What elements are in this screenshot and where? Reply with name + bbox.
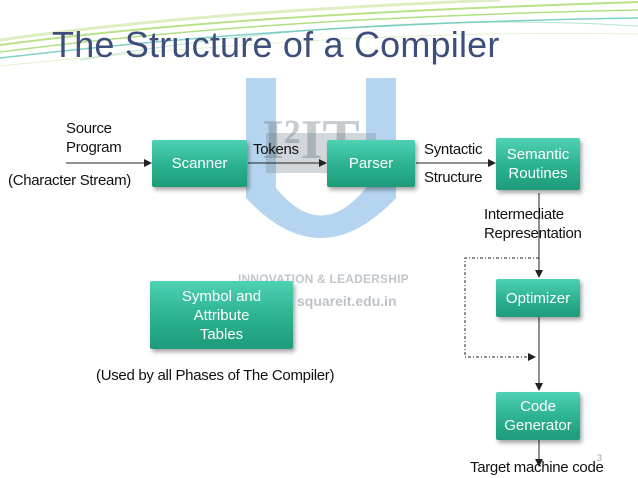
label-intermediate: Intermediate [484, 206, 564, 223]
parser-box: Parser [327, 140, 415, 187]
code-generator-box: Code Generator [496, 392, 580, 440]
optimizer-box: Optimizer [496, 279, 580, 317]
watermark-website: squareit.edu.in [297, 293, 397, 309]
symbol-label-line2: Attribute [193, 306, 250, 324]
label-representation: Representation [484, 225, 582, 242]
label-source: Source [66, 120, 112, 137]
scanner-box: Scanner [152, 140, 247, 187]
symbol-label-line3: Tables [199, 325, 244, 343]
symbol-label-line1: Symbol and [181, 287, 262, 305]
label-character-stream: (Character Stream) [8, 172, 131, 189]
scanner-label: Scanner [171, 155, 228, 172]
semantic-label-line2: Routines [508, 165, 568, 182]
label-tokens: Tokens [253, 141, 299, 158]
label-program: Program [66, 139, 122, 156]
parser-label: Parser [348, 155, 394, 172]
codegen-label-line2: Generator [504, 417, 572, 434]
semantic-routines-box: Semantic Routines [496, 138, 580, 190]
label-structure: Structure [424, 169, 483, 186]
slide-title: The Structure of a Compiler [52, 24, 500, 65]
page-number: 3 [597, 453, 603, 463]
header-swoosh-decoration [0, 0, 638, 67]
optimizer-bypass-dashed [464, 257, 539, 358]
codegen-label-line1: Code [520, 398, 556, 415]
label-target-machine-code: Target machine code [470, 459, 604, 476]
optimizer-label: Optimizer [505, 289, 571, 307]
label-syntactic: Syntactic [424, 141, 483, 158]
semantic-label-line1: Semantic [506, 146, 570, 163]
label-used-by-all-phases: (Used by all Phases of The Compiler) [96, 367, 335, 384]
symbol-tables-box: Symbol and Attribute Tables [150, 281, 293, 349]
